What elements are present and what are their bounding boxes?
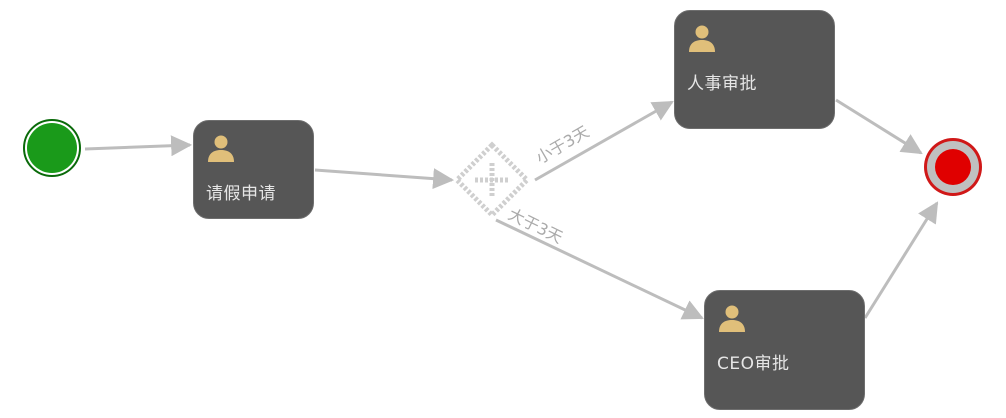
- flow-apply-to-gateway[interactable]: [314, 168, 455, 190]
- edge-label-less-than-3-days: 小于3天: [533, 122, 593, 168]
- task-ceo-approval[interactable]: CEO审批: [704, 290, 865, 410]
- flow-hr-to-end[interactable]: [835, 98, 923, 155]
- flow-ceo-to-end[interactable]: [863, 201, 939, 319]
- task-leave-request[interactable]: 请假申请: [193, 120, 314, 219]
- task-hr-approval[interactable]: 人事审批: [674, 10, 835, 129]
- flow-gateway-to-hr[interactable]: [534, 100, 674, 182]
- user-icon: [719, 305, 745, 332]
- user-icon: [208, 135, 234, 162]
- user-icon: [689, 25, 715, 52]
- edge-label-more-than-3-days: 大于3天: [505, 205, 566, 248]
- exclusive-gateway-icon[interactable]: [453, 141, 531, 219]
- flow-start-to-apply[interactable]: [84, 135, 193, 157]
- end-event-icon[interactable]: [924, 138, 982, 196]
- task-label: 请假申请: [206, 184, 276, 204]
- flow-gateway-to-ceo[interactable]: [495, 218, 704, 320]
- task-label: 人事审批: [687, 74, 757, 94]
- start-event-icon[interactable]: [23, 119, 81, 177]
- task-label: CEO审批: [717, 354, 790, 374]
